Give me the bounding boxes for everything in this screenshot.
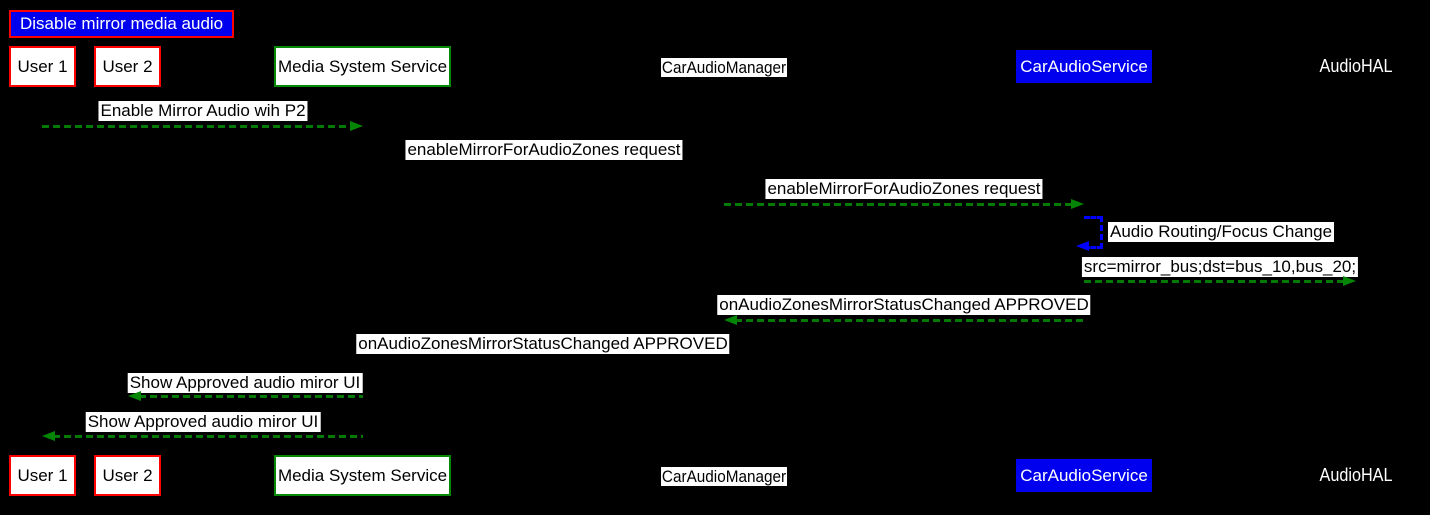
arrow-line [53,435,363,438]
arrow-head-icon [350,121,363,131]
participant-user-2-bottom: User 2 [94,455,161,496]
participant-audio-hal-top: AudioHAL [1319,56,1393,76]
self-loop-audio-routing [1084,216,1103,249]
arrow-line [735,319,1084,322]
message-label-enable-mirror-zones-1: enableMirrorForAudioZones request [405,140,683,160]
message-label-status-approved-2: onAudioZonesMirrorStatusChanged APPROVED [356,334,730,354]
arrow-show-approved-ui-user1 [42,431,363,441]
arrow-line [139,395,363,398]
participant-audio-hal-bottom: AudioHAL [1319,465,1393,485]
message-label-status-approved-1: onAudioZonesMirrorStatusChanged APPROVED [717,295,1091,315]
arrow-head-icon [1071,199,1084,209]
arrow-head-icon [724,315,737,325]
participant-car-audio-manager-top: CarAudioManager [661,58,787,77]
participant-car-audio-manager-bottom: CarAudioManager [661,467,787,486]
message-label-audio-routing: Audio Routing/Focus Change [1108,222,1335,242]
self-loop-arrow-head-icon [1076,241,1089,251]
participant-car-audio-service-bottom: CarAudioService [1016,459,1152,492]
lifeline-media-system-service [362,88,363,455]
participant-user-1-bottom: User 1 [9,455,76,496]
message-label-enable-mirror-audio: Enable Mirror Audio wih P2 [98,101,308,121]
participant-user-1-top: User 1 [9,46,76,87]
arrow-head-icon [1343,276,1356,286]
message-label-show-approved-ui-2: Show Approved audio miror UI [85,412,321,432]
diagram-title: Disable mirror media audio [9,10,235,38]
arrow-enable-mirror-zones [724,199,1084,209]
message-label-enable-mirror-zones-2: enableMirrorForAudioZones request [765,179,1043,199]
arrow-src-dst-bus [1084,276,1356,286]
participant-media-system-service-top: Media System Service [274,46,451,87]
participant-media-system-service-bottom: Media System Service [274,455,451,496]
arrow-status-approved [724,315,1084,325]
lifeline-car-audio-manager [724,88,725,455]
message-label-src-dst-bus: src=mirror_bus;dst=bus_10,bus_20; [1081,257,1359,277]
arrow-line [42,125,352,128]
lifeline-user-1 [42,88,43,455]
arrow-head-icon [42,431,55,441]
lifeline-user-2 [128,88,129,455]
arrow-line [724,203,1073,206]
arrow-head-icon [128,391,141,401]
participant-user-2-top: User 2 [94,46,161,87]
arrow-enable-mirror-audio [42,121,363,131]
participant-car-audio-service-top: CarAudioService [1016,50,1152,83]
arrow-show-approved-ui-user2 [128,391,363,401]
arrow-line [1084,280,1345,283]
message-label-show-approved-ui-1: Show Approved audio miror UI [127,373,363,393]
